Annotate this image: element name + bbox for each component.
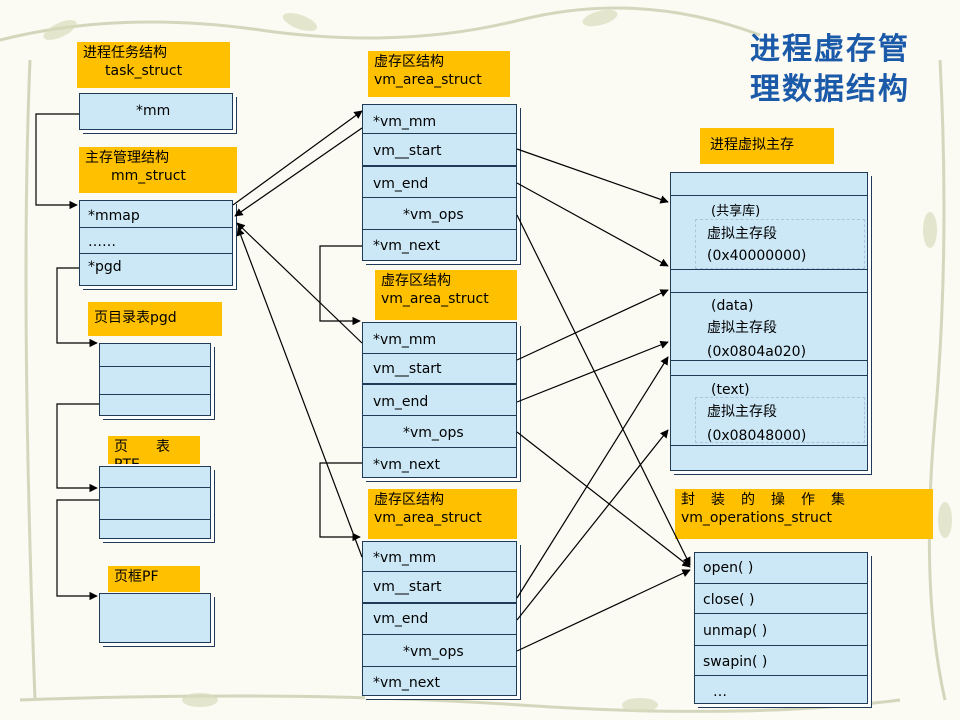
vm-area-3-label-en: vm_area_struct — [374, 510, 482, 526]
op-more: … — [713, 684, 727, 700]
task-struct-label-en: task_struct — [105, 63, 183, 79]
vm-area-2-label: 虚存区结构 vm_area_struct — [375, 270, 517, 320]
vm-area-1-vm-end: vm_end — [373, 176, 429, 192]
arrow-vm3-end — [516, 429, 669, 621]
vm-area-2-vm-start: vm__start — [373, 361, 442, 377]
op-open: open( ) — [703, 560, 754, 576]
op-swapin: swapin( ) — [703, 654, 768, 670]
vm-area-3-box[interactable]: *vm_mm vm__start vm_end *vm_ops *vm_next — [362, 541, 517, 696]
vm-area-1-box[interactable]: *vm_mm vm__start vm_end *vm_ops *vm_next — [362, 104, 517, 261]
vm-area-3-vm-ops: *vm_ops — [403, 644, 464, 660]
segment-shared-addr: (0x40000000) — [707, 248, 807, 264]
page-title-line2: 理数据结构 — [750, 72, 910, 107]
vm-area-2-label-en: vm_area_struct — [381, 291, 489, 307]
vm-operations-label: 封 装 的 操 作 集 vm_operations_struct — [675, 489, 933, 539]
vm-area-1-vm-mm: *vm_mm — [373, 114, 437, 130]
task-struct-box[interactable]: *mm — [79, 93, 233, 130]
arrow-vm3-start — [516, 356, 669, 599]
arrow-vm1-start — [516, 148, 669, 204]
vm-area-3-vm-end: vm_end — [373, 611, 429, 627]
op-unmap: unmap( ) — [703, 623, 768, 639]
pte-label: 页 表 PTE — [108, 436, 200, 464]
pf-label-text: 页框PF — [114, 569, 159, 585]
pte-label-text: 页 表 — [114, 439, 170, 455]
mm-struct-mmap-field: *mmap — [88, 208, 140, 224]
arrow-vm1-end — [516, 182, 669, 267]
vm-area-2-vm-next: *vm_next — [373, 457, 440, 473]
arrow-mm-to-mm-struct — [35, 113, 79, 210]
vm-area-2-box[interactable]: *vm_mm vm__start vm_end *vm_ops *vm_next — [362, 322, 517, 478]
segment-shared-name: 虚拟主存段 — [707, 226, 777, 242]
arrow-vm-area-3-mm — [236, 227, 363, 558]
page-title-line1: 进程虚存管 — [750, 32, 910, 67]
vm-area-2-label-cn: 虚存区结构 — [381, 273, 451, 289]
mm-struct-label-en: mm_struct — [111, 168, 186, 184]
segment-shared-tag: (共享库) — [711, 204, 761, 219]
vm-area-3-label-cn: 虚存区结构 — [374, 492, 444, 508]
arrow-vm-next-2 — [319, 462, 362, 542]
arrow-pgd-to-directory — [56, 267, 98, 348]
pgd-table-box[interactable] — [99, 343, 211, 416]
vm-area-3-label: 虚存区结构 vm_area_struct — [368, 489, 517, 539]
vm-operations-label-en: vm_operations_struct — [681, 510, 833, 526]
mm-struct-pgd-field: *pgd — [88, 259, 122, 275]
arrow-vm2-start — [516, 289, 669, 361]
arrow-mmap-to-vm-area-1 — [232, 110, 363, 206]
arrow-vm1-ops — [516, 214, 691, 566]
virtual-memory-label-text: 进程虚拟主存 — [710, 137, 794, 153]
vm-area-1-vm-next: *vm_next — [373, 238, 440, 254]
segment-data-tag: (data) — [711, 298, 754, 314]
page-frame-box[interactable] — [99, 593, 211, 643]
pgd-label-text: 页目录表pgd — [94, 310, 177, 326]
segment-text-name: 虚拟主存段 — [707, 404, 777, 420]
pgd-label: 页目录表pgd — [88, 302, 222, 336]
virtual-memory-box[interactable]: (共享库) 虚拟主存段 (0x40000000) (data) 虚拟主存段 (0… — [670, 172, 868, 471]
segment-data-name: 虚拟主存段 — [707, 320, 777, 336]
arrow-pte-to-pf — [56, 499, 99, 601]
pte-label-text2: PTE — [114, 456, 194, 464]
vm-area-2-vm-ops: *vm_ops — [403, 425, 464, 441]
vm-area-3-vm-mm: *vm_mm — [373, 550, 437, 566]
segment-data-addr: (0x0804a020) — [707, 344, 807, 360]
page-title: 进程虚存管 理数据结构 — [750, 30, 910, 110]
vm-area-1-label: 虚存区结构 vm_area_struct — [368, 51, 510, 97]
vm-operations-label-cn: 封 装 的 操 作 集 — [681, 492, 846, 508]
vm-area-3-vm-next: *vm_next — [373, 675, 440, 691]
arrow-vm2-ops — [516, 431, 691, 568]
arrow-vm2-end — [516, 340, 669, 403]
mm-struct-label: 主存管理结构 mm_struct — [79, 147, 237, 193]
segment-text-tag: (text) — [711, 382, 750, 398]
vm-area-1-label-cn: 虚存区结构 — [374, 54, 444, 70]
mm-struct-ellipsis-field: …… — [88, 234, 116, 250]
mm-struct-box[interactable]: *mmap …… *pgd — [79, 200, 233, 286]
pte-table-box[interactable] — [99, 466, 211, 539]
arrow-vm-area-2-mm — [236, 222, 363, 344]
vm-area-3-vm-start: vm__start — [373, 579, 442, 595]
mm-struct-label-cn: 主存管理结构 — [85, 150, 169, 166]
virtual-memory-label: 进程虚拟主存 — [700, 128, 834, 164]
vm-area-2-vm-end: vm_end — [373, 394, 429, 410]
arrow-directory-to-pte — [56, 403, 99, 493]
vm-operations-box[interactable]: open( ) close( ) unmap( ) swapin( ) … — [694, 552, 868, 704]
vm-area-1-vm-start: vm__start — [373, 143, 442, 159]
arrow-vm-area-1-mm — [234, 127, 363, 217]
vm-area-2-vm-mm: *vm_mm — [373, 332, 437, 348]
op-close: close( ) — [703, 592, 755, 608]
arrow-vm3-ops — [516, 569, 691, 652]
vm-area-1-label-en: vm_area_struct — [374, 72, 482, 88]
task-struct-label: 进程任务结构 task_struct — [77, 42, 230, 88]
pf-label: 页框PF — [108, 566, 200, 592]
task-struct-label-cn: 进程任务结构 — [83, 45, 167, 61]
vm-area-1-vm-ops: *vm_ops — [403, 207, 464, 223]
task-struct-mm-field: *mm — [136, 103, 171, 119]
segment-text-addr: (0x08048000) — [707, 428, 807, 444]
arrow-vm-next-1 — [319, 245, 362, 326]
